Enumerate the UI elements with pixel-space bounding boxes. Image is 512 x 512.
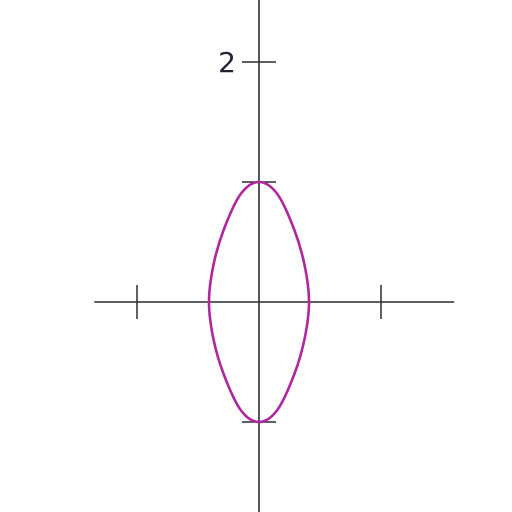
series-group: [207, 180, 311, 424]
series-curve-0: [207, 180, 311, 424]
y-tick-label: 2: [218, 46, 236, 79]
axis-ticks: 2: [136, 46, 382, 423]
